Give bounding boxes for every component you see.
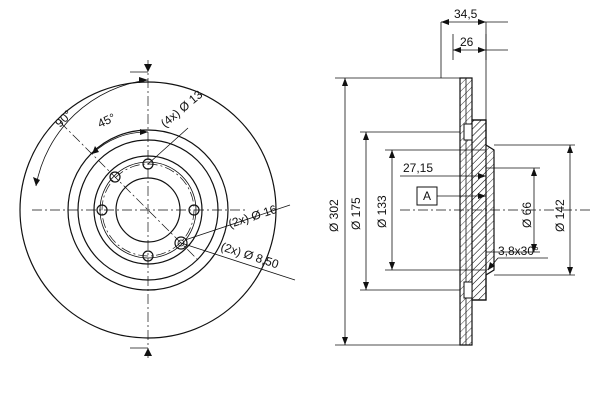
dim-66: Ø 66: [520, 202, 534, 228]
section-bolt-bottom: [463, 281, 473, 299]
small-hole-lr-inner: [177, 239, 185, 247]
ref-a-label: A: [423, 189, 431, 203]
dim-26: 26: [460, 35, 474, 49]
hat-section: [471, 119, 495, 301]
dim-175: Ø 175: [349, 197, 363, 230]
section-bolt-top: [463, 123, 473, 141]
leader-2x16: [184, 204, 291, 241]
front-view: 90° 45° (4x) Ø 13 (2x) Ø 16 (2x) Ø 8,50: [19, 60, 296, 360]
dim-142: Ø 142: [553, 199, 567, 232]
side-view: 34,5 26 Ø 302 Ø 175 Ø 133 27,15: [327, 7, 590, 346]
dim-chamfer: 3,8x30°: [498, 244, 539, 258]
label-holes-2x16: (2x) Ø 16: [227, 202, 279, 231]
label-angle-90: 90°: [52, 107, 75, 130]
dim-302: Ø 302: [327, 199, 341, 232]
leader-2x8-50: [180, 242, 296, 281]
angle-90-arc: [35, 79, 149, 187]
label-angle-45: 45°: [95, 110, 118, 130]
dim-27-15: 27,15: [403, 161, 433, 175]
dim-34-5: 34,5: [454, 7, 478, 21]
leader-4x13: [147, 127, 189, 165]
centerline-diagonal: [59, 121, 201, 263]
small-hole-ul: [109, 171, 121, 183]
small-hole-lr: [174, 236, 188, 250]
label-holes-4x13: (4x) Ø 13: [158, 87, 206, 130]
dim-133: Ø 133: [375, 195, 389, 228]
